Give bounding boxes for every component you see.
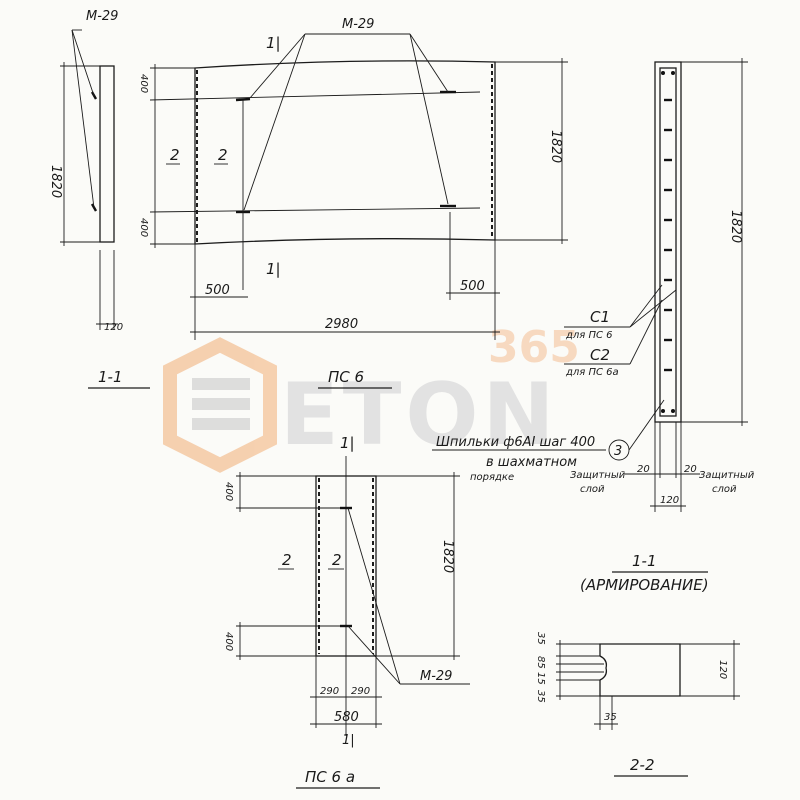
pc6a-right-290-dim: 290 — [351, 686, 370, 697]
pins-note-line2: в шахматном — [486, 455, 577, 470]
pc6a-height-dim: 1820 — [440, 540, 455, 573]
reinf-height-dim: 1820 — [728, 210, 743, 243]
pc6-left-500-dim: 500 — [205, 283, 230, 298]
eton-logo-icon — [163, 337, 277, 473]
pc6a-title: ПС 6 а — [305, 768, 355, 786]
cover-right-dim: 20 — [684, 464, 697, 475]
watermark: ETON 365 — [163, 322, 580, 473]
s22-dim-35-bottom: 35 — [535, 690, 546, 703]
cover-right-label-1: Защитный — [699, 470, 755, 481]
pc6-title: ПС 6 — [328, 368, 364, 386]
reinf-section-title: 1-1 — [632, 552, 657, 570]
watermark-brand: ETON — [280, 365, 559, 465]
c2-sub-label: для ПС 6а — [565, 367, 619, 378]
pins-note-line3: порядке — [470, 472, 514, 483]
pc6-mark-2-left: 2 — [170, 146, 180, 164]
cover-right-label-2: слой — [712, 484, 737, 495]
pins-note-line1: Шпильки ф6АI шаг 400 — [436, 435, 595, 450]
pin-marks — [664, 98, 672, 372]
side-thickness-dim: 120 — [104, 322, 123, 333]
side-m29-label: M-29 — [86, 9, 118, 24]
c1-sub-label: для ПС 6 — [565, 330, 613, 341]
reinf-section-subtitle: (АРМИРОВАНИЕ) — [580, 576, 709, 594]
section-2-2-title: 2-2 — [630, 756, 655, 774]
section-1-1-title: 1-1 — [98, 368, 123, 386]
pc6-length-dim: 2980 — [325, 317, 358, 332]
cover-left-label-2: слой — [580, 484, 605, 495]
front-view-pc6a: 1| 1| 400 400 2 2 1820 M-29 290 290 580 — [223, 434, 470, 789]
cover-left-dim: 20 — [637, 464, 650, 475]
s22-height-dim: 120 — [717, 660, 728, 679]
s22-dim-85: 85 — [535, 656, 546, 669]
pc6a-mark-2-right: 2 — [332, 551, 342, 569]
pc6a-m29-label: M-29 — [420, 669, 452, 684]
section-2-2: 35 85 15 35 120 35 2-2 — [535, 632, 740, 777]
cover-left-label-1: Защитный — [570, 470, 626, 481]
reinf-thickness-dim: 120 — [660, 495, 679, 506]
pc6a-section-mark-bottom: 1| — [342, 733, 355, 748]
pc6-top-400-dim: 400 — [138, 74, 149, 93]
c2-label: С2 — [590, 346, 610, 364]
watermark-number: 365 — [488, 322, 580, 373]
s22-dim-35-top: 35 — [535, 632, 546, 645]
front-view-pc6: 400 400 M-29 1| 1| 2 2 1820 500 500 — [138, 17, 568, 389]
pc6a-top-400-dim: 400 — [223, 482, 234, 501]
pc6-section-mark-bottom: 1| — [266, 260, 281, 278]
c1-label: С1 — [590, 308, 610, 326]
pc6a-mark-2-left: 2 — [282, 551, 292, 569]
pc6a-width-dim: 580 — [334, 710, 359, 725]
s22-bottom-35-dim: 35 — [604, 712, 617, 723]
reinforcement-section: 1820 С1 для ПС 6 С2 для ПС 6а Шпильки ф6… — [432, 58, 755, 594]
s22-dim-15: 15 — [535, 672, 546, 685]
callout-3-label: 3 — [614, 444, 622, 459]
pc6-bottom-400-dim: 400 — [138, 218, 149, 237]
side-height-dim: 1820 — [48, 165, 63, 198]
pc6-section-mark-top: 1| — [266, 34, 281, 52]
pc6a-section-mark-top: 1| — [340, 434, 355, 452]
pc6-right-500-dim: 500 — [460, 279, 485, 294]
pc6-height-dim: 1820 — [548, 130, 563, 163]
pc6a-left-290-dim: 290 — [320, 686, 339, 697]
pc6-m29-label: M-29 — [342, 17, 374, 32]
pc6-mark-2-right: 2 — [218, 146, 228, 164]
side-view-1-1: 1820 M-29 120 1-1 — [48, 9, 150, 389]
pc6a-bottom-400-dim: 400 — [223, 632, 234, 651]
